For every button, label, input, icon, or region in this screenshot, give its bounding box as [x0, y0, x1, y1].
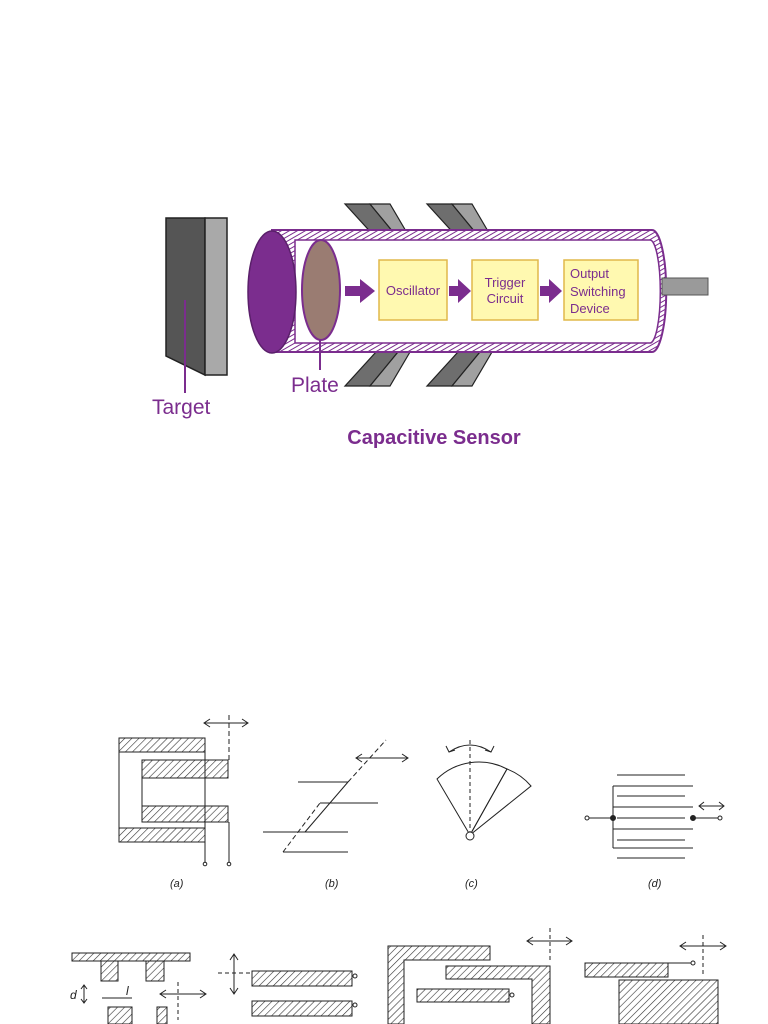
- output-label-line3: Device: [570, 301, 610, 316]
- dimension-d: d: [70, 988, 77, 1002]
- output-label-line2: Switching: [570, 284, 626, 299]
- dimension-l: l: [126, 984, 129, 998]
- label-c: (c): [465, 878, 478, 890]
- arrow-oscillator-to-trigger: [449, 279, 471, 303]
- trigger-label-line1: Trigger: [485, 275, 526, 290]
- config-c-rotary-plates: (c): [436, 740, 532, 890]
- config-d-interleaved-plates: (d): [584, 774, 725, 890]
- oscillator-label: Oscillator: [386, 283, 441, 298]
- label-b: (b): [325, 878, 339, 890]
- output-switching-box: Output Switching Device: [563, 259, 639, 321]
- config-h-overlapping-plates: [584, 935, 727, 1024]
- diagram-title: Capacitive Sensor: [347, 427, 521, 449]
- capacitor-configurations: (a) (b) (c): [70, 715, 727, 1024]
- output-shaft: [661, 277, 709, 296]
- arrow-plate-to-oscillator: [345, 279, 375, 303]
- config-b-sliding-plates: (b): [263, 739, 409, 890]
- target-label: Target: [152, 396, 211, 419]
- config-a-concentric-cylinders: (a): [118, 715, 249, 890]
- target-block: [165, 217, 228, 393]
- output-label-line1: Output: [570, 266, 609, 281]
- arrow-trigger-to-output: [540, 279, 562, 303]
- oscillator-box: Oscillator: [378, 259, 448, 321]
- label-d: (d): [648, 878, 662, 890]
- label-a: (a): [170, 878, 184, 890]
- trigger-label-line2: Circuit: [487, 291, 524, 306]
- trigger-circuit-box: Trigger Circuit: [471, 259, 539, 321]
- signal-arrows: [345, 279, 562, 303]
- capacitive-sensor-diagram: Target Plate: [152, 203, 709, 449]
- sensing-plate: [301, 239, 341, 370]
- config-f-parallel-plates: [218, 953, 358, 1017]
- config-g-nested-plates: [387, 928, 573, 1024]
- config-e-comb-teeth: d l: [70, 952, 207, 1024]
- plate-label: Plate: [291, 374, 339, 397]
